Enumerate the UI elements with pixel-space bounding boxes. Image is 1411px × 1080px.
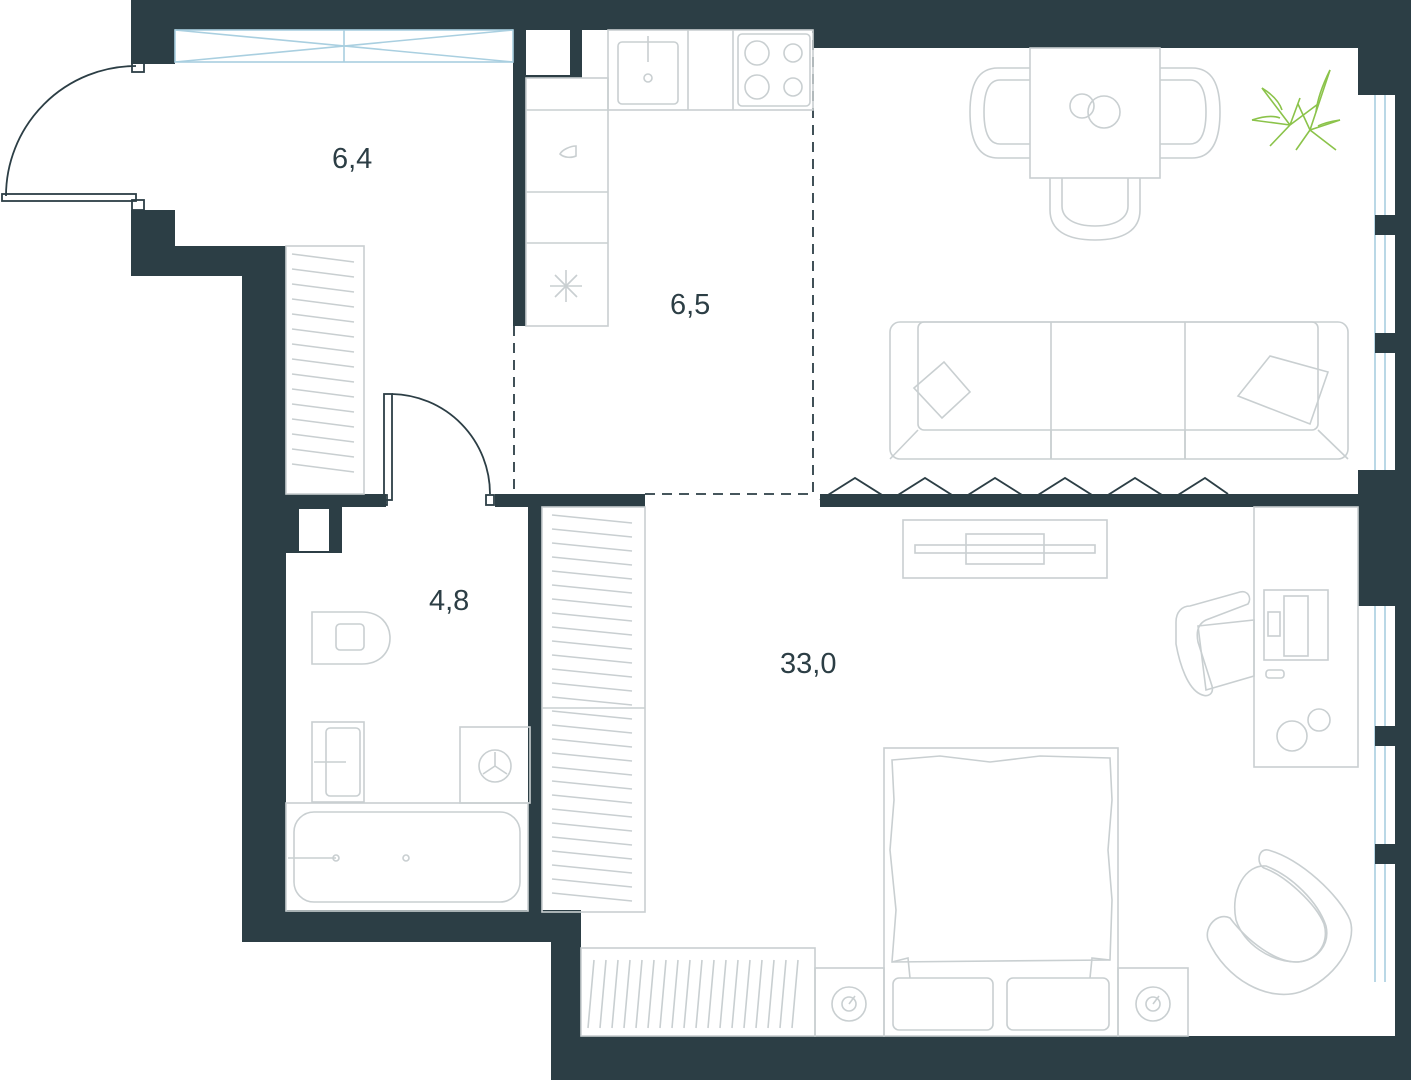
room-area-living: 33,0 (780, 648, 836, 680)
fridge-snowflake-icon (550, 270, 582, 302)
bed (883, 747, 1119, 1037)
bathtub (285, 802, 529, 912)
nightstand-right (1117, 967, 1189, 1037)
walls (131, 0, 1411, 1080)
tv-stand (902, 519, 1108, 579)
washing-machine (459, 726, 531, 804)
desk-chair (1175, 590, 1255, 697)
kitchen-zone-boundary (513, 30, 814, 495)
dishwasher-drop-icon (559, 145, 577, 159)
dining-chair-left (969, 67, 1030, 159)
dining-chair-right (1160, 67, 1221, 159)
toilet (311, 611, 391, 665)
room-area-bathroom: 4,8 (429, 585, 469, 617)
bathroom-door (378, 393, 495, 506)
hall-wardrobe (285, 245, 365, 495)
plant-icon (1251, 69, 1341, 151)
window-right (1360, 95, 1395, 982)
kitchen-counters (525, 29, 814, 327)
room-area-hall: 6,4 (332, 143, 372, 175)
bedroom-wardrobe (541, 506, 646, 913)
room-area-kitchen: 6,5 (670, 289, 710, 321)
entrance-door (1, 61, 145, 211)
desk (1253, 506, 1359, 768)
stove (737, 33, 811, 107)
folding-partition (819, 476, 1229, 502)
kitchen-sink (617, 36, 679, 105)
nightstand-left (814, 967, 885, 1037)
dining-table (1029, 47, 1161, 179)
bottom-wardrobe (580, 947, 816, 1037)
sofa (889, 321, 1349, 460)
armchair (1206, 849, 1353, 996)
window-top-hall (174, 29, 514, 63)
bathroom-sink (311, 721, 365, 803)
dining-chair-bottom (1049, 178, 1141, 241)
